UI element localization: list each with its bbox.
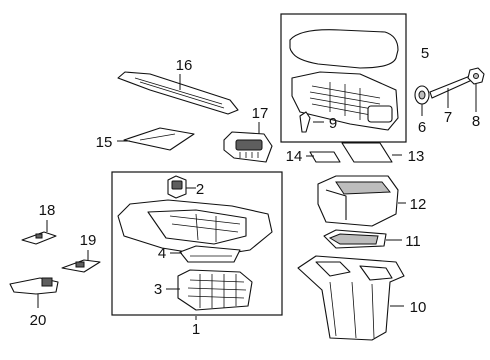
callout-12: 12 [410,196,427,213]
part-hinge-bushing [414,85,430,116]
part-hinge-nut [467,67,485,112]
callout-15: 15 [96,134,113,151]
part-tray-liner [323,229,402,249]
callout-10: 10 [410,299,427,316]
callout-1: 1 [192,321,200,338]
callout-4: 4 [158,245,166,262]
part-switch [167,175,196,199]
part-latch-module [223,122,273,163]
callout-5: 5 [421,45,429,62]
part-retaining-clip [299,111,324,133]
armrest-group-frame [280,13,407,143]
callout-8: 8 [472,113,480,130]
part-storage-tray [317,175,406,227]
part-cover-plate [170,245,241,263]
callout-17: 17 [252,105,269,122]
part-trim-plate [117,127,195,151]
part-armrest-lid [289,29,399,131]
part-liner-mat [341,142,402,163]
part-insert-mat [306,151,341,163]
callout-7: 7 [444,109,452,126]
callout-16: 16 [176,57,193,74]
callout-11: 11 [405,233,421,250]
part-hinge-rod [429,75,473,108]
callout-2: 2 [196,181,204,198]
callout-19: 19 [80,232,97,249]
callout-18: 18 [39,202,56,219]
callout-3: 3 [154,281,162,298]
part-connector [61,250,101,273]
part-storage-bin [297,255,405,341]
base-assembly-group-frame [111,171,283,316]
callout-9: 9 [329,115,337,132]
callout-6: 6 [418,119,426,136]
part-side-trim-panel [117,71,239,115]
part-wire-harness [9,277,59,308]
part-vent-grille [166,269,253,311]
callout-14: 14 [286,148,303,165]
part-console-base [117,199,273,257]
part-small-bracket [21,220,57,245]
callout-20: 20 [30,312,47,329]
callout-13: 13 [408,148,425,165]
